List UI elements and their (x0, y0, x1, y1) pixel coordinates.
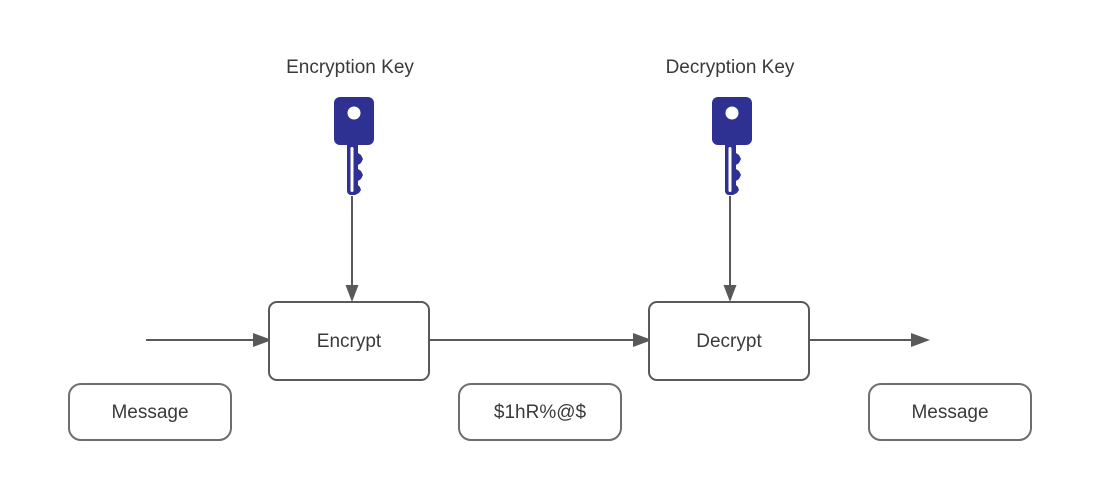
arrow-encrypt-to-decrypt (428, 333, 652, 347)
encrypt-process-box[interactable]: Encrypt (268, 301, 430, 381)
decrypt-process-label: Decrypt (696, 330, 762, 352)
ciphertext-box[interactable]: $1hR%@$ (458, 383, 622, 441)
key-icon (712, 97, 752, 195)
decryption-key-label: Decryption Key (665, 57, 795, 78)
key-icon (334, 97, 374, 195)
arrow-decryption-key-to-decrypt (723, 196, 737, 302)
output-message-box[interactable]: Message (868, 383, 1032, 441)
arrow-encryption-key-to-encrypt (345, 196, 359, 302)
decrypt-process-box[interactable]: Decrypt (648, 301, 810, 381)
encryption-key-label: Encryption Key (286, 57, 414, 78)
arrow-message-to-encrypt (146, 333, 272, 347)
input-message-box[interactable]: Message (68, 383, 232, 441)
encrypt-process-label: Encrypt (316, 330, 382, 352)
ciphertext-label: $1hR%@$ (493, 401, 587, 423)
output-message-label: Message (911, 401, 989, 423)
input-message-label: Message (111, 401, 189, 423)
arrow-decrypt-to-message (808, 333, 930, 347)
